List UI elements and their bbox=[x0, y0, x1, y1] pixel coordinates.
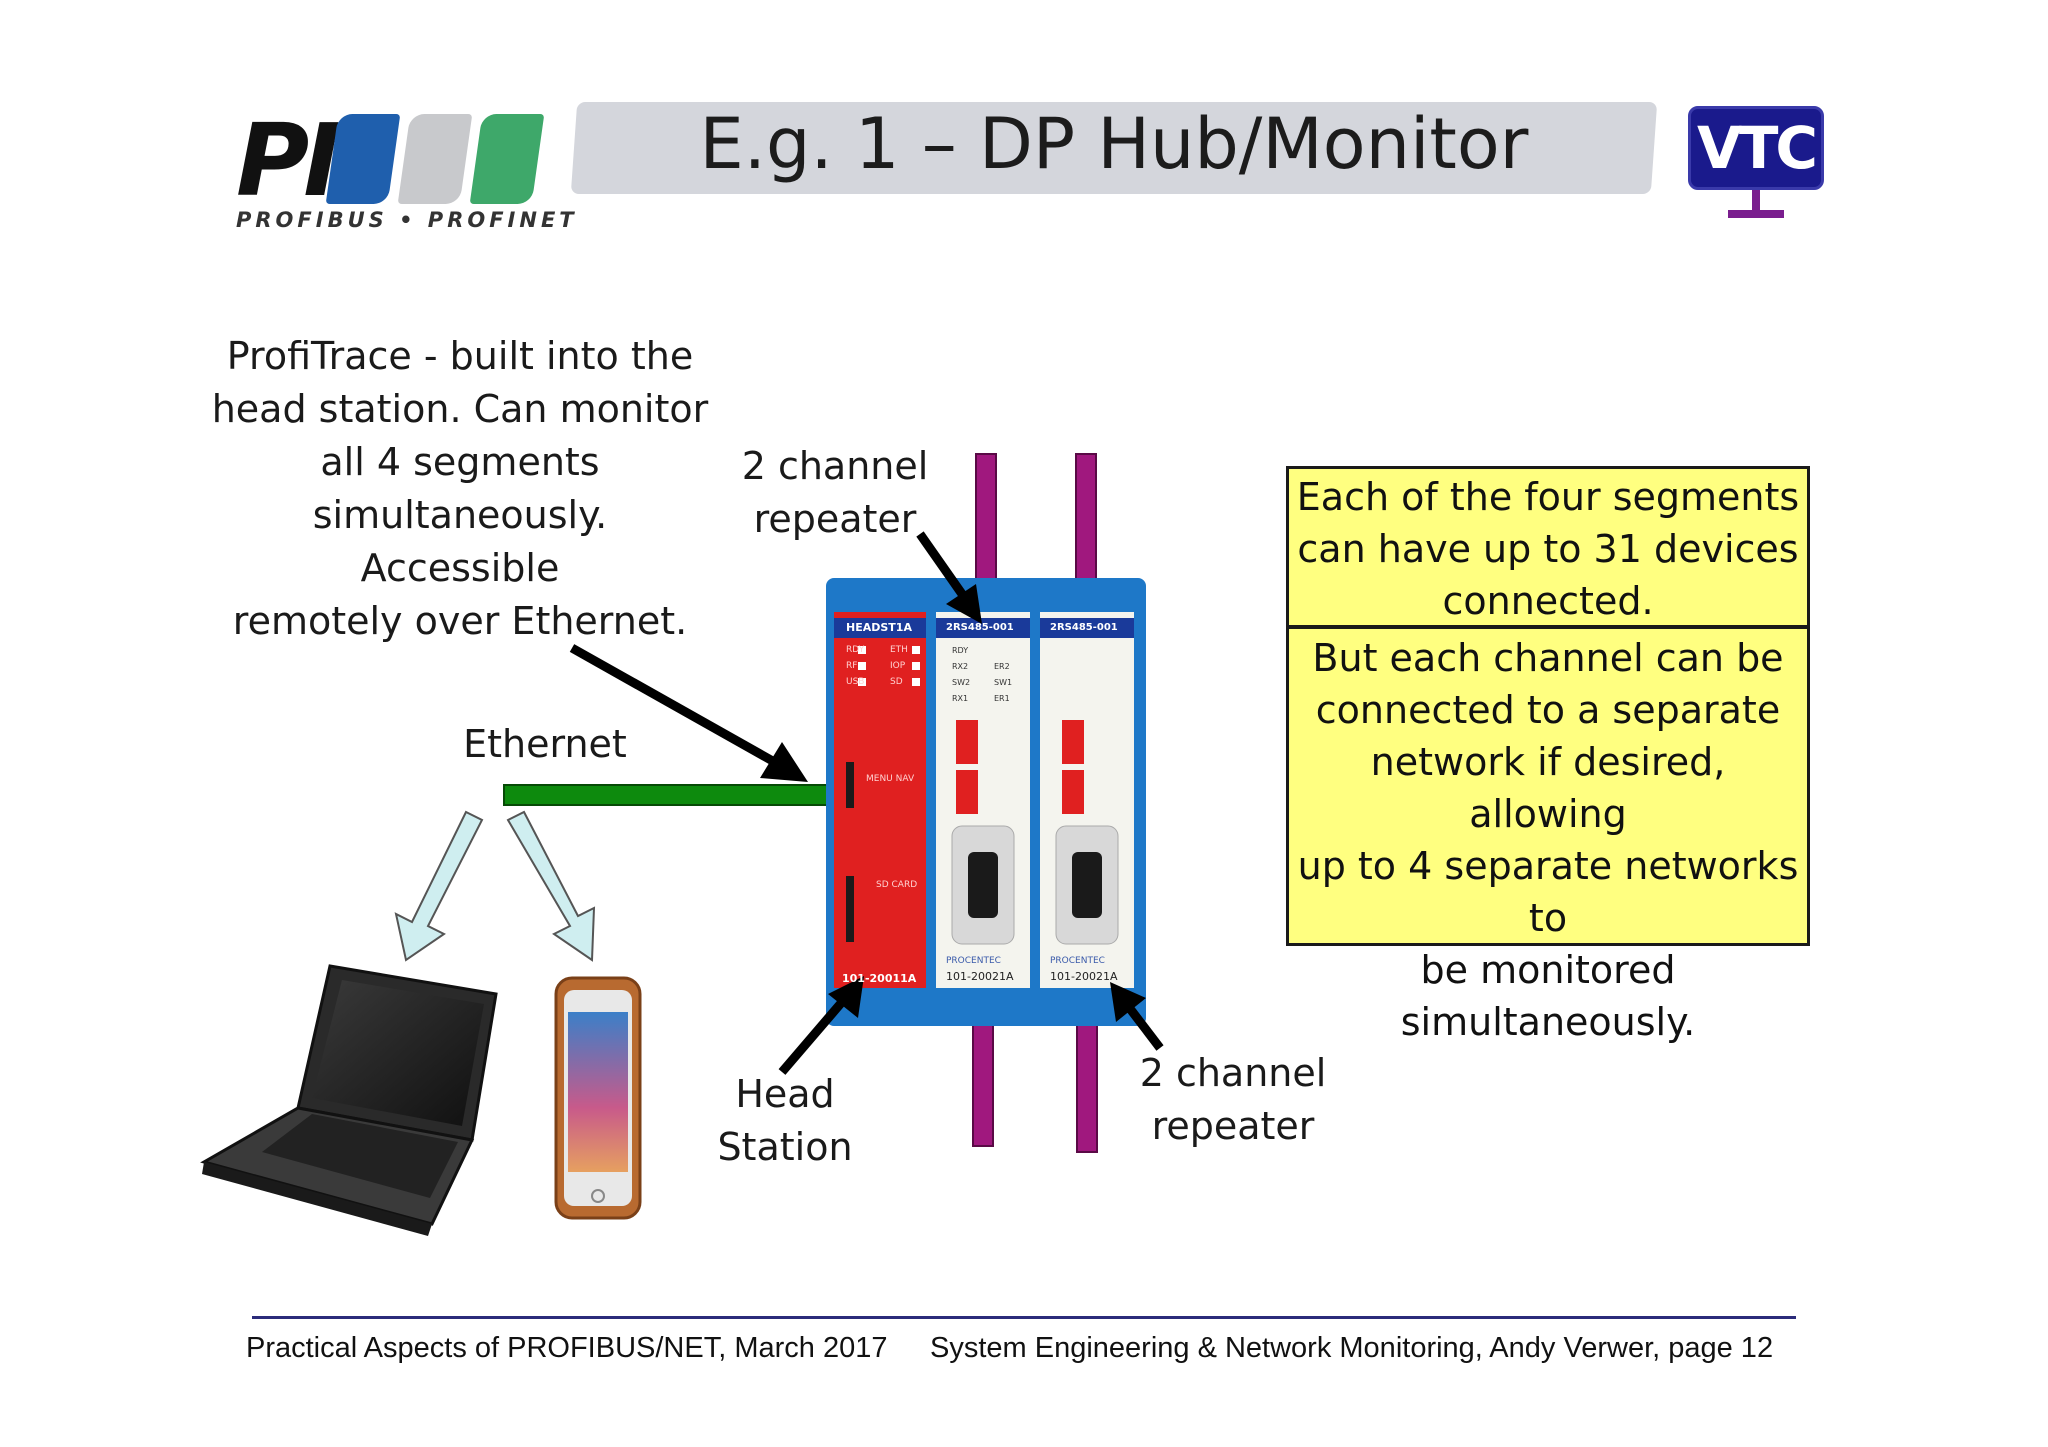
repeater-1-top-label: 2RS485-001 bbox=[946, 622, 1014, 633]
repeater-2-brand: PROCENTEC bbox=[1050, 956, 1105, 966]
pi-logo: PI PROFIBUS • PROFINET bbox=[236, 102, 574, 238]
head-station-leds bbox=[858, 646, 920, 686]
profitrace-note-line: remotely over Ethernet. bbox=[232, 599, 688, 643]
footer-divider bbox=[252, 1316, 1796, 1319]
repeater-label-top-line1: 2 channel bbox=[741, 444, 929, 488]
repeater-2-switch-a bbox=[1062, 720, 1084, 764]
repeater-label-bottom-line1: 2 channel bbox=[1139, 1051, 1327, 1095]
repeater-2-bottom-label: 101-20021A bbox=[1050, 970, 1118, 983]
info-box-line: can have up to 31 devices bbox=[1297, 527, 1799, 571]
profitrace-note-line: head station. Can monitor bbox=[211, 387, 709, 431]
bus-cable-bottom-2 bbox=[1076, 1023, 1098, 1153]
repeater-1-switch-a bbox=[956, 720, 978, 764]
repeater-label-bottom: 2 channel repeater bbox=[1128, 1047, 1338, 1153]
repeater-label-bottom-line2: repeater bbox=[1151, 1104, 1315, 1148]
profitrace-note-line: ProfiTrace - built into the bbox=[226, 334, 694, 378]
profitrace-note-line: simultaneously. Accessible bbox=[312, 493, 608, 590]
info-box-line: connected to a separate bbox=[1315, 688, 1781, 732]
head-station-top-strip bbox=[834, 618, 926, 638]
repeater-2-sub-d-port bbox=[1072, 852, 1102, 918]
vtc-logo-text: VTC bbox=[1696, 114, 1818, 182]
info-box-line: network if desired, allowing bbox=[1370, 740, 1726, 836]
vtc-logo: VTC bbox=[1688, 106, 1824, 220]
head-station-menu-slot bbox=[846, 762, 854, 808]
phone-icon bbox=[554, 976, 642, 1220]
repeater-1-brand: PROCENTEC bbox=[946, 956, 1001, 966]
laptop-icon bbox=[200, 964, 498, 1236]
info-box-channels: But each channel can be connected to a s… bbox=[1286, 626, 1810, 1044]
repeater-1-switch-b bbox=[956, 770, 978, 814]
arrow-to-head-station bbox=[778, 976, 864, 1075]
info-box-line: be monitored bbox=[1420, 948, 1676, 992]
head-station-label: Head Station bbox=[700, 1068, 870, 1174]
rep-led-sw2: SW2 bbox=[952, 678, 971, 687]
repeater-1-bottom-label: 101-20021A bbox=[946, 970, 1014, 983]
head-station-top-label: HEADST1A bbox=[846, 621, 912, 634]
profitrace-note-line: all 4 segments bbox=[320, 440, 600, 484]
info-box-line: up to 4 separate networks to bbox=[1297, 844, 1799, 940]
footer-right: System Engineering & Network Monitoring,… bbox=[930, 1332, 1774, 1364]
repeater-label-top: 2 channel repeater bbox=[730, 440, 940, 546]
info-box-segments: Each of the four segments can have up to… bbox=[1286, 466, 1810, 628]
head-station-sd-label: SD CARD bbox=[876, 880, 918, 890]
led-label-iop: IOP bbox=[890, 661, 906, 671]
led-label-rf: RF bbox=[846, 661, 858, 671]
repeater-1-sub-d-port bbox=[968, 852, 998, 918]
repeater-2-top-label: 2RS485-001 bbox=[1050, 622, 1118, 633]
bus-cable-top-1 bbox=[975, 453, 997, 583]
head-station-label-line2: Station bbox=[717, 1125, 853, 1169]
profitrace-note: ProfiTrace - built into the head station… bbox=[210, 330, 710, 648]
rep-led-er1: ER1 bbox=[994, 694, 1010, 703]
arrow-to-repeater-top bbox=[916, 531, 982, 624]
rep-led-sw1: SW1 bbox=[994, 678, 1013, 687]
repeater-2-top-strip bbox=[1040, 618, 1134, 638]
info-box-line: But each channel can be bbox=[1312, 636, 1784, 680]
arrow-to-laptop bbox=[394, 810, 484, 962]
pi-logo-letters: PI bbox=[236, 102, 340, 219]
footer-left: Practical Aspects of PROFIBUS/NET, March… bbox=[246, 1332, 888, 1364]
rep-led-rdy: RDY bbox=[952, 646, 969, 655]
repeater-1-top-strip bbox=[936, 618, 1030, 638]
led-label-rdy: RDY bbox=[846, 645, 865, 655]
repeater-label-top-line2: repeater bbox=[753, 497, 917, 541]
info-box-line: connected. bbox=[1442, 579, 1654, 623]
ethernet-label: Ethernet bbox=[463, 722, 627, 766]
vtc-logo-stand-pole bbox=[1752, 190, 1760, 214]
head-station-menu-label: MENU NAV bbox=[866, 774, 915, 784]
bus-cable-top-2 bbox=[1075, 453, 1097, 583]
rep-led-rx1: RX1 bbox=[952, 694, 969, 703]
arrow-to-repeater-bottom bbox=[1110, 982, 1164, 1051]
info-box-line: Each of the four segments bbox=[1296, 475, 1800, 519]
led-label-sd: SD bbox=[890, 677, 903, 687]
repeater-2-switch-b bbox=[1062, 770, 1084, 814]
head-station-sd-slot bbox=[846, 876, 854, 942]
arrow-to-head-ethernet bbox=[569, 644, 808, 782]
led-label-usb: USB bbox=[846, 677, 865, 687]
rep-led-er2: ER2 bbox=[994, 662, 1010, 671]
vtc-logo-stand-base bbox=[1728, 210, 1784, 218]
info-box-line: simultaneously. bbox=[1400, 1000, 1696, 1044]
pi-logo-tagline: PROFIBUS • PROFINET bbox=[236, 208, 578, 232]
arrow-to-phone bbox=[506, 810, 596, 962]
head-station-label-line1: Head bbox=[735, 1072, 835, 1116]
page-title: E.g. 1 – DP Hub/Monitor bbox=[699, 103, 1529, 185]
led-label-eth: ETH bbox=[890, 645, 908, 655]
bus-cable-bottom-1 bbox=[972, 1023, 994, 1147]
rep-led-rx2: RX2 bbox=[952, 662, 969, 671]
ethernet-cable bbox=[503, 784, 830, 806]
head-station-bottom-label: 101-20011A bbox=[842, 972, 917, 985]
vtc-logo-screen bbox=[1688, 106, 1824, 190]
